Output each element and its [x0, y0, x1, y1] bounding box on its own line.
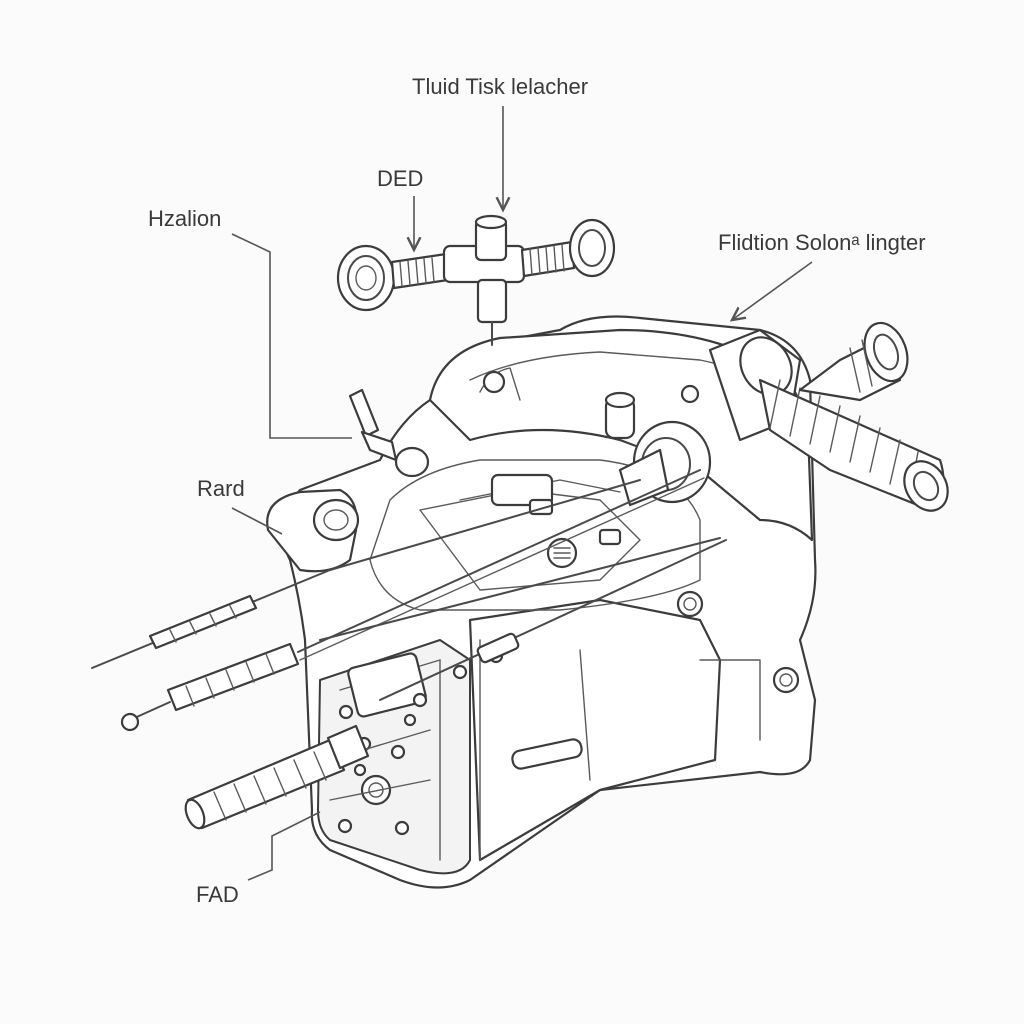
- label-hzalion: Hzalion: [148, 206, 222, 231]
- top-valve-assembly: [336, 214, 616, 346]
- label-rard: Rard: [197, 476, 245, 501]
- upper-fitting: [348, 388, 430, 478]
- side-port: [618, 420, 712, 507]
- label-fluid-tisk: Tluid Tisk lelacher: [412, 74, 589, 99]
- corrugated-hose: [708, 321, 949, 512]
- leader-lines: [231, 106, 813, 881]
- label-ded: DED: [377, 166, 424, 191]
- control-rods: [91, 469, 727, 830]
- label-flidtion: Flidtion Solonᵃ lingter: [718, 230, 926, 255]
- label-fad: FAD: [196, 882, 239, 907]
